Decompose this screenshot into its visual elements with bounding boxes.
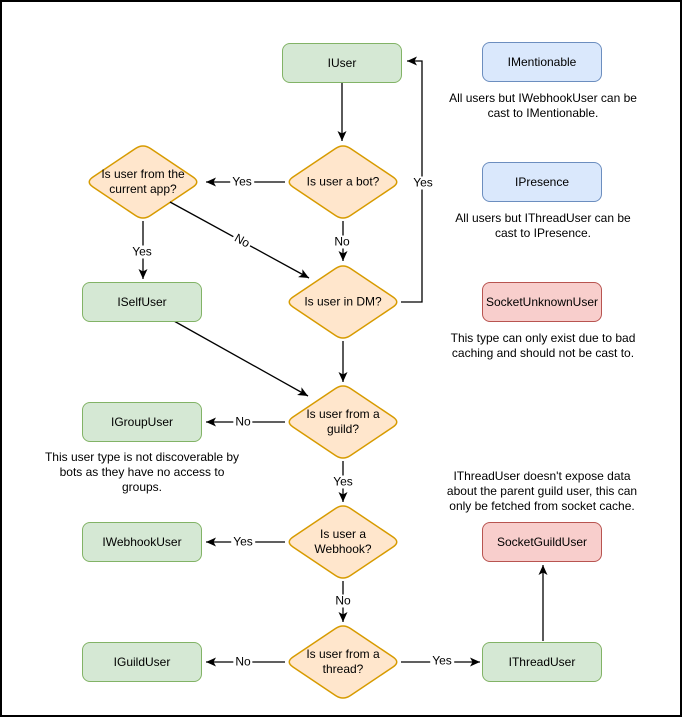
note-ipresence: All users but IThreadUser can be cast to… [455,211,631,240]
node-iselfuser: ISelfUser [82,282,202,322]
edge-label-thread-to-iguilduser: No [233,654,253,669]
edge-iselfuser-to-guild [173,320,309,397]
node-iselfuser-label: ISelfUser [117,295,167,309]
edge-label-thread-to-ithreaduser: Yes [430,653,454,668]
node-iwebhookuser-label: IWebhookUser [102,535,182,549]
edge-label-bot-to-dm: No [332,234,352,249]
node-socketunknownuser: SocketUnknownUser [482,282,602,322]
decision-webhook-label: Is user a Webhook? [314,527,372,556]
edge-label-dm-to-iuser: Yes [411,175,435,190]
note-imentionable: All users but IWebhookUser can be cast t… [449,91,637,120]
node-socketguilduser: SocketGuildUser [482,522,602,562]
node-ithreaduser: IThreadUser [482,642,602,682]
node-socketguilduser-label: SocketGuildUser [496,535,588,549]
decision-guild-shape [288,385,398,459]
node-igroupuser-label: IGroupUser [110,415,174,429]
node-iwebhookuser: IWebhookUser [82,522,202,562]
note-igroupuser: This user type is not discoverable by bo… [44,450,240,494]
decision-guild-label: Is user from a guild? [306,407,380,436]
node-ipresence-label: IPresence [514,175,570,189]
node-iuser-label: IUser [327,56,357,70]
note-ithreaduser: IThreadUser doesn't expose data about th… [446,469,638,513]
node-ipresence: IPresence [482,162,602,202]
node-socketunknownuser-label: SocketUnknownUser [485,295,599,309]
decision-thread-label: Is user from a thread? [306,647,380,676]
note-socketunknownuser: This type can only exist due to bad cach… [450,331,636,360]
decision-bot-shape [288,145,398,219]
node-ithreaduser-label: IThreadUser [508,655,576,669]
node-igroupuser: IGroupUser [82,402,202,442]
edge-label-current-app-to-iselfuser: Yes [130,244,154,259]
decision-current-app-label: Is user from the current app? [101,167,185,196]
decision-webhook-shape [288,505,398,579]
decision-current-app-shape [88,145,198,219]
node-iguilduser-label: IGuildUser [113,655,171,669]
decision-dm-shape [288,265,398,339]
edge-label-bot-to-current-app: Yes [230,174,254,189]
decision-bot-label: Is user a bot? [306,174,380,189]
node-iguilduser: IGuildUser [82,642,202,682]
decision-dm-label: Is user in DM? [304,294,382,309]
decision-thread-shape [288,625,398,699]
node-imentionable: IMentionable [482,42,602,82]
node-imentionable-label: IMentionable [507,55,577,69]
edge-label-guild-to-webhook: Yes [331,474,355,489]
edge-label-webhook-to-thread: No [333,593,353,608]
edge-label-webhook-to-iwebhookuser: Yes [231,534,255,549]
node-iuser: IUser [282,43,402,83]
edge-label-guild-to-igroupuser: No [233,414,253,429]
